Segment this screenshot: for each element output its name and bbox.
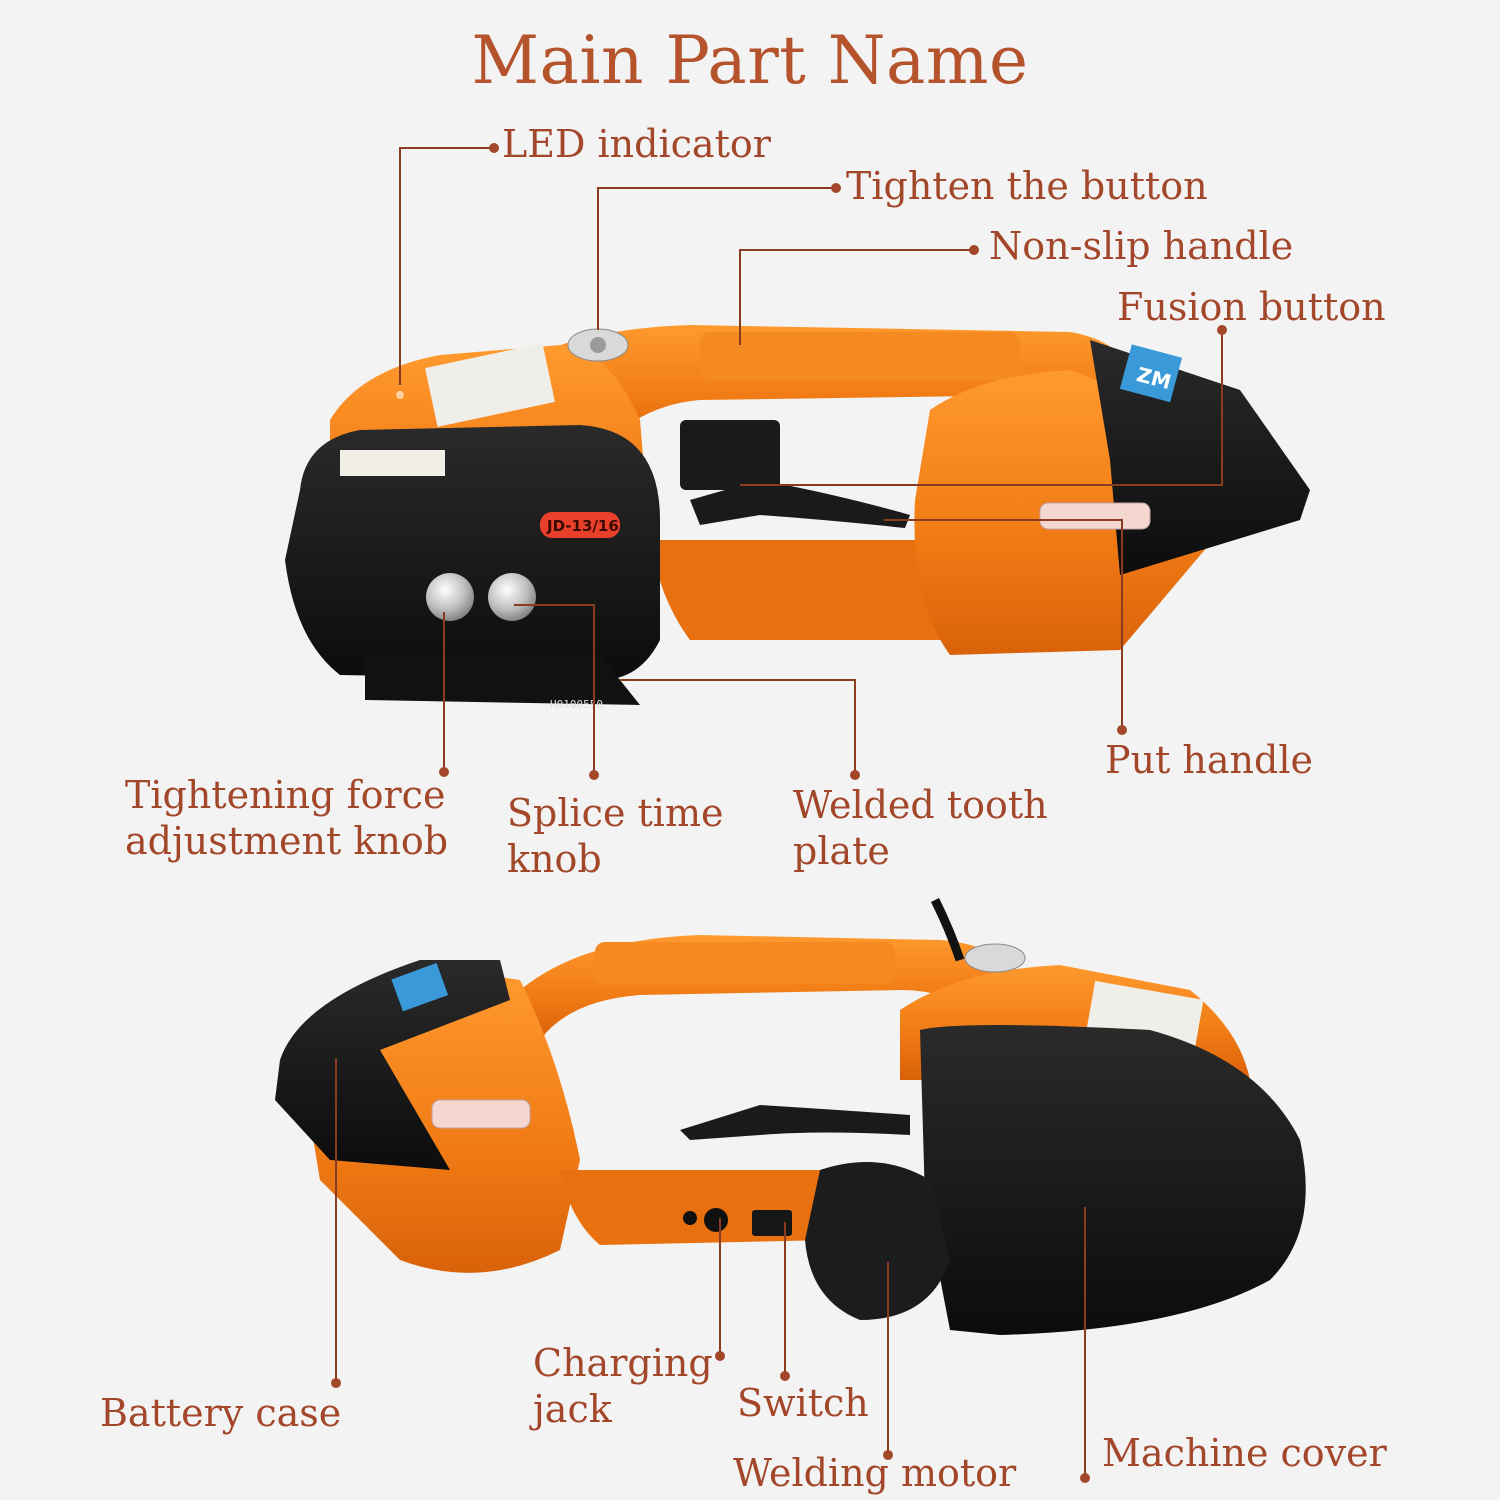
label-battery-case: Battery case — [100, 1391, 342, 1435]
leader-dots — [331, 143, 1227, 1483]
leader-lines — [335, 147, 1223, 1478]
led-indicator-shape — [396, 391, 404, 399]
charging-jack-shape — [683, 1211, 697, 1225]
spec-sticker-top — [425, 343, 555, 427]
battery-window — [1039, 502, 1151, 530]
splice-time-knob — [488, 573, 536, 621]
switch-shape — [752, 1210, 792, 1236]
page-title: Main Part Name — [471, 22, 1029, 99]
label-fusion-button: Fusion button — [1117, 285, 1386, 329]
tightening-force-knob — [426, 573, 474, 621]
welding-motor-shape — [805, 1162, 950, 1320]
welded-tooth-plate-shape — [365, 655, 640, 705]
label-switch: Switch — [737, 1381, 869, 1425]
label-tightening-force-knob: Tightening force adjustment knob — [125, 773, 449, 863]
bottom-grip-ribs — [595, 942, 895, 984]
label-welding-motor: Welding motor — [733, 1451, 1017, 1495]
brand-badge-bottom — [391, 963, 449, 1012]
brand-badge-top — [1119, 344, 1183, 403]
top-device-illustration: ZM JD-13/16 H0100550 — [285, 325, 1310, 711]
top-lower-body — [650, 540, 1000, 640]
put-handle-lever — [690, 480, 910, 528]
label-put-handle: Put handle — [1105, 738, 1313, 782]
model-plate-text: JD-13/16 — [546, 517, 619, 535]
bottom-button — [964, 943, 1026, 973]
label-led-indicator: LED indicator — [502, 122, 771, 166]
bottom-lever — [680, 1105, 910, 1140]
top-head-cover — [285, 425, 660, 680]
non-slip-grip-ribs — [700, 332, 1020, 380]
serial-number-text: H0100550 — [550, 698, 603, 711]
bottom-device-illustration — [275, 897, 1306, 1335]
machine-cover-shape — [920, 1025, 1306, 1335]
strap-end — [930, 897, 965, 962]
battery-window-bottom — [431, 1099, 531, 1129]
label-welded-tooth-plate: Welded tooth plate — [793, 783, 1048, 873]
model-plate — [540, 512, 620, 538]
label-non-slip-handle: Non-slip handle — [989, 224, 1294, 268]
warning-icons-strip — [340, 450, 445, 476]
label-charging-jack: Charging jack — [533, 1341, 713, 1431]
label-machine-cover: Machine cover — [1102, 1431, 1387, 1475]
label-splice-time-knob: Splice time knob — [507, 791, 724, 881]
bottom-battery-cap — [275, 960, 510, 1170]
label-tighten-button: Tighten the button — [846, 164, 1208, 208]
tighten-mechanism-block — [680, 420, 780, 490]
